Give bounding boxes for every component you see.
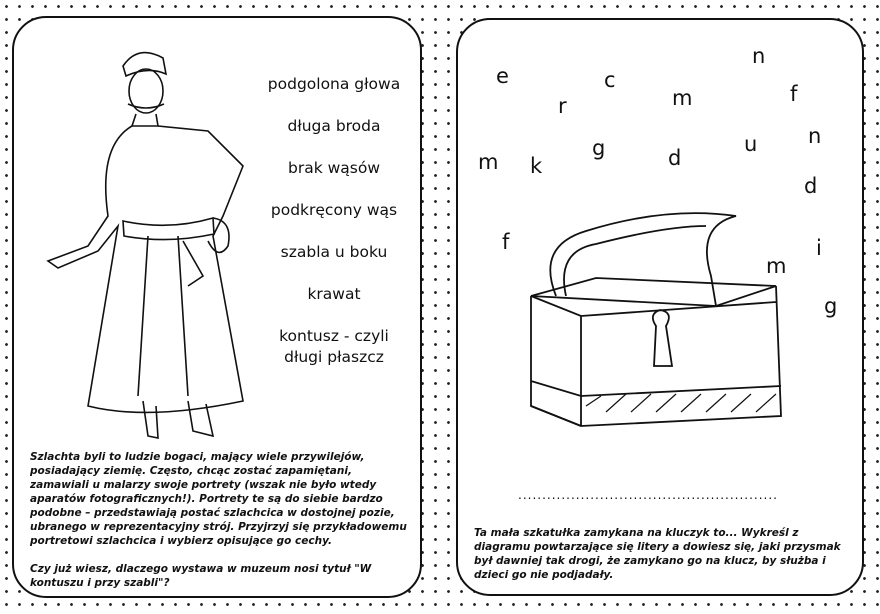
nobleman-card: podgolona głowa długa broda brak wąsów p… <box>12 16 422 598</box>
letter[interactable]: u <box>744 132 758 156</box>
feature-long-beard[interactable]: długa broda <box>287 117 381 135</box>
letter[interactable]: n <box>752 44 766 68</box>
letter[interactable]: n <box>808 124 822 148</box>
letter[interactable]: g <box>592 136 606 160</box>
letter[interactable]: m <box>672 86 693 110</box>
letter[interactable]: f <box>790 82 798 106</box>
feature-tie[interactable]: krawat <box>307 285 361 303</box>
letter[interactable]: c <box>604 68 616 92</box>
feature-no-moustache[interactable]: brak wąsów <box>287 159 381 177</box>
letter[interactable]: d <box>804 174 818 198</box>
answer-line[interactable]: ........................................… <box>518 488 778 502</box>
letter[interactable]: d <box>668 146 682 170</box>
letter[interactable]: f <box>502 230 510 254</box>
letter[interactable]: k <box>530 154 543 178</box>
chest-illustration <box>530 212 782 427</box>
letter[interactable]: i <box>816 236 822 260</box>
chest-card: e c n r m f m k g d u n d f m i g ......… <box>456 18 864 596</box>
letter[interactable]: e <box>496 64 509 88</box>
feature-curled-moustache[interactable]: podkręcony wąs <box>270 201 398 219</box>
letter[interactable]: m <box>766 254 787 278</box>
nobleman-illustration <box>46 51 244 439</box>
letter[interactable]: m <box>478 150 499 174</box>
letter[interactable]: g <box>824 294 838 318</box>
intro-paragraph: Szlachta byli to ludzie bogaci, mający w… <box>30 451 407 547</box>
chest-paragraph: Ta mała szkatułka zamykana na kluczyk to… <box>474 527 841 581</box>
question-text: Czy już wiesz, dlaczego wystawa w muzeum… <box>30 563 372 589</box>
feature-sabre[interactable]: szabla u boku <box>280 243 388 261</box>
feature-shaved-head[interactable]: podgolona głowa <box>267 75 401 93</box>
letter[interactable]: r <box>558 94 567 118</box>
feature-kontusz[interactable]: kontusz - czyli długi płaszcz <box>279 327 389 366</box>
